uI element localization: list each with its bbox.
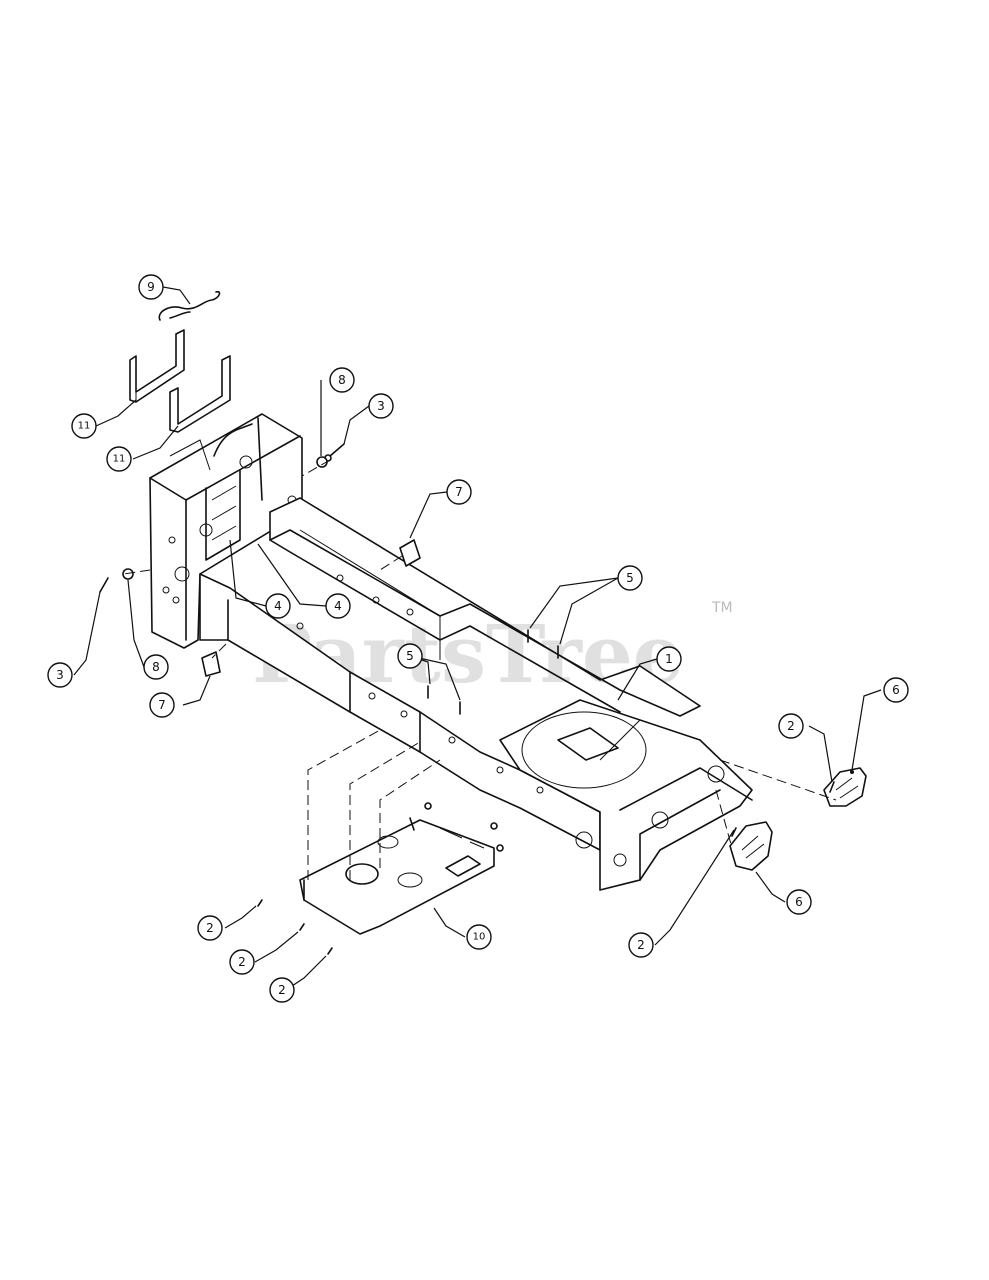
callout-8-upper: 8 — [329, 367, 355, 393]
callout-6-right: 6 — [883, 677, 909, 703]
watermark-trademark: TM — [711, 600, 733, 616]
callout-8-lower: 8 — [143, 654, 169, 680]
callout-11-upper: 11 — [71, 413, 97, 439]
svg-text:11: 11 — [113, 454, 126, 465]
svg-text:11: 11 — [78, 421, 91, 432]
svg-text:4: 4 — [334, 599, 342, 613]
svg-text:3: 3 — [377, 399, 385, 413]
callout-3-lower: 3 — [47, 662, 73, 688]
callout-2-plate-b: 2 — [229, 949, 255, 975]
svg-text:7: 7 — [158, 698, 166, 712]
svg-text:10: 10 — [473, 932, 486, 943]
callout-4-right: 4 — [325, 593, 351, 619]
assembly-lines — [123, 459, 837, 880]
rear-frame-platform — [499, 699, 753, 891]
part-spring-wire — [158, 290, 221, 321]
svg-text:4: 4 — [274, 599, 282, 613]
callout-10: 10 — [466, 924, 492, 950]
callout-5-lower: 5 — [397, 643, 423, 669]
callout-2-rear-left: 2 — [628, 932, 654, 958]
part-rear-bracket-right — [823, 767, 867, 807]
leader-lines — [73, 286, 882, 991]
part-center-plate — [299, 817, 495, 935]
callout-1: 1 — [656, 646, 682, 672]
hardware-bolts — [99, 443, 835, 955]
svg-text:5: 5 — [406, 649, 414, 663]
callout-7-upper: 7 — [446, 479, 472, 505]
callout-2-rear-right: 2 — [778, 713, 804, 739]
callout-2-plate-c: 2 — [269, 977, 295, 1003]
part-rear-bracket-left — [729, 821, 773, 871]
svg-text:8: 8 — [338, 373, 346, 387]
callout-11-lower: 11 — [106, 446, 132, 472]
svg-text:2: 2 — [206, 921, 214, 935]
callout-5-upper: 5 — [617, 565, 643, 591]
callout-6-left: 6 — [786, 889, 812, 915]
svg-text:2: 2 — [787, 719, 795, 733]
svg-text:2: 2 — [278, 983, 286, 997]
svg-text:6: 6 — [795, 895, 803, 909]
front-frame-housing — [149, 413, 303, 649]
svg-text:6: 6 — [892, 683, 900, 697]
svg-text:1: 1 — [665, 652, 673, 666]
svg-text:9: 9 — [147, 280, 155, 294]
callout-3-upper: 3 — [368, 393, 394, 419]
svg-text:2: 2 — [238, 955, 246, 969]
callout-9: 9 — [138, 274, 164, 300]
callout-7-lower: 7 — [149, 692, 175, 718]
callout-4-left: 4 — [265, 593, 291, 619]
svg-text:7: 7 — [455, 485, 463, 499]
svg-text:8: 8 — [152, 660, 160, 674]
svg-text:2: 2 — [637, 938, 645, 952]
svg-text:3: 3 — [56, 668, 64, 682]
callout-2-plate-a: 2 — [197, 915, 223, 941]
svg-text:5: 5 — [626, 571, 634, 585]
